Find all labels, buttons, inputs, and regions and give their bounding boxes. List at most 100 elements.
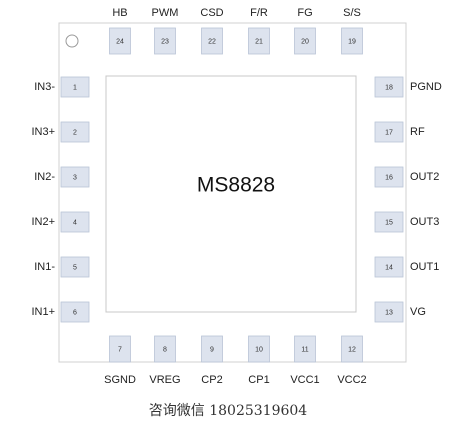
pin-number: 19 bbox=[348, 38, 356, 45]
pin-pad bbox=[60, 256, 90, 278]
pin-3: 3 IN2- bbox=[34, 166, 90, 188]
pin-6: 6 IN1+ bbox=[31, 301, 90, 323]
pin-label: IN2- bbox=[34, 171, 55, 183]
pin-number: 24 bbox=[116, 38, 124, 45]
pin-pad bbox=[60, 76, 90, 98]
pin-label: PWM bbox=[152, 7, 179, 19]
pin-pad bbox=[248, 335, 270, 363]
pin-pad bbox=[341, 27, 363, 55]
pin-number: 4 bbox=[73, 219, 77, 226]
pin-number: 10 bbox=[255, 346, 263, 353]
pin-label: OUT2 bbox=[410, 171, 439, 183]
pin-number: 16 bbox=[385, 174, 393, 181]
contact-footer: 咨询微信 18025319604 bbox=[149, 403, 308, 419]
pin-number: 7 bbox=[118, 346, 122, 353]
pin-1: 1 IN3- bbox=[34, 76, 90, 98]
pin-pad bbox=[109, 27, 131, 55]
pin-label: S/S bbox=[343, 7, 361, 19]
pin-pad bbox=[60, 301, 90, 323]
pin-pad bbox=[374, 166, 404, 188]
pin-pad bbox=[248, 27, 270, 55]
pin-label: CP2 bbox=[201, 374, 222, 386]
pin-number: 3 bbox=[73, 174, 77, 181]
pin-label: IN3+ bbox=[31, 126, 55, 138]
pin-label: VG bbox=[410, 306, 426, 318]
pin-pad bbox=[374, 76, 404, 98]
pin-number: 5 bbox=[73, 264, 77, 271]
pin-4: 4 IN2+ bbox=[31, 211, 90, 233]
pin-17: 17 RF bbox=[374, 121, 425, 143]
pin-14: 14 OUT1 bbox=[374, 256, 439, 278]
pin-label: VCC2 bbox=[337, 374, 366, 386]
pin-label: IN1+ bbox=[31, 306, 55, 318]
pin-number: 14 bbox=[385, 264, 393, 271]
pin-pad bbox=[201, 27, 223, 55]
pin-label: IN3- bbox=[34, 81, 55, 93]
pin-label: CSD bbox=[200, 7, 223, 19]
pin-label: FG bbox=[297, 7, 312, 19]
pin-label: VCC1 bbox=[290, 374, 319, 386]
pin-number: 2 bbox=[73, 129, 77, 136]
pin-number: 9 bbox=[210, 346, 214, 353]
pin-2: 2 IN3+ bbox=[31, 121, 90, 143]
pin-number: 1 bbox=[73, 84, 77, 91]
pin-pad bbox=[154, 27, 176, 55]
pin-pad bbox=[60, 211, 90, 233]
pin-number: 23 bbox=[161, 38, 169, 45]
exposed-pad bbox=[105, 75, 357, 313]
pin-pad bbox=[201, 335, 223, 363]
pin-pad bbox=[154, 335, 176, 363]
pin-pad bbox=[60, 121, 90, 143]
pin-label: PGND bbox=[410, 81, 442, 93]
pin-21: 21 F/R bbox=[248, 7, 270, 55]
pin-pad bbox=[374, 211, 404, 233]
pin-23: 23 PWM bbox=[152, 7, 179, 55]
pin1-marker-icon bbox=[65, 34, 79, 48]
pin-label: OUT1 bbox=[410, 261, 439, 273]
pin-16: 16 OUT2 bbox=[374, 166, 439, 188]
pin-13: 13 VG bbox=[374, 301, 426, 323]
pin-18: 18 PGND bbox=[374, 76, 442, 98]
pin-label: SGND bbox=[104, 374, 136, 386]
pin-number: 17 bbox=[385, 129, 393, 136]
pin-5: 5 IN1- bbox=[34, 256, 90, 278]
pin-number: 21 bbox=[255, 38, 263, 45]
pin-label: CP1 bbox=[248, 374, 269, 386]
pin-label: IN1- bbox=[34, 261, 55, 273]
pin-15: 15 OUT3 bbox=[374, 211, 439, 233]
pin-24: 24 HB bbox=[109, 7, 131, 55]
pin-pad bbox=[60, 166, 90, 188]
pin-number: 15 bbox=[385, 219, 393, 226]
pin-pad bbox=[374, 301, 404, 323]
pin-number: 11 bbox=[301, 346, 308, 353]
pin-label: IN2+ bbox=[31, 216, 55, 228]
pin-pad bbox=[341, 335, 363, 363]
pin-number: 12 bbox=[348, 346, 356, 353]
pin-pad bbox=[294, 27, 316, 55]
pin-number: 20 bbox=[301, 38, 309, 45]
pin-19: 19 S/S bbox=[341, 7, 363, 55]
pin-label: RF bbox=[410, 126, 425, 138]
pin-pad bbox=[294, 335, 316, 363]
pin-20: 20 FG bbox=[294, 7, 316, 55]
pin-label: F/R bbox=[250, 7, 268, 19]
pin-pad bbox=[109, 335, 131, 363]
pin-label: OUT3 bbox=[410, 216, 439, 228]
pin-number: 8 bbox=[163, 346, 167, 353]
pin-label: VREG bbox=[149, 374, 180, 386]
pin-pad bbox=[374, 121, 404, 143]
pin-number: 13 bbox=[385, 309, 393, 316]
pin-label: HB bbox=[112, 7, 127, 19]
pin-number: 6 bbox=[73, 309, 77, 316]
pin-number: 18 bbox=[385, 84, 393, 91]
chip-part-number: MS8828 bbox=[197, 174, 275, 197]
pin-pad bbox=[374, 256, 404, 278]
